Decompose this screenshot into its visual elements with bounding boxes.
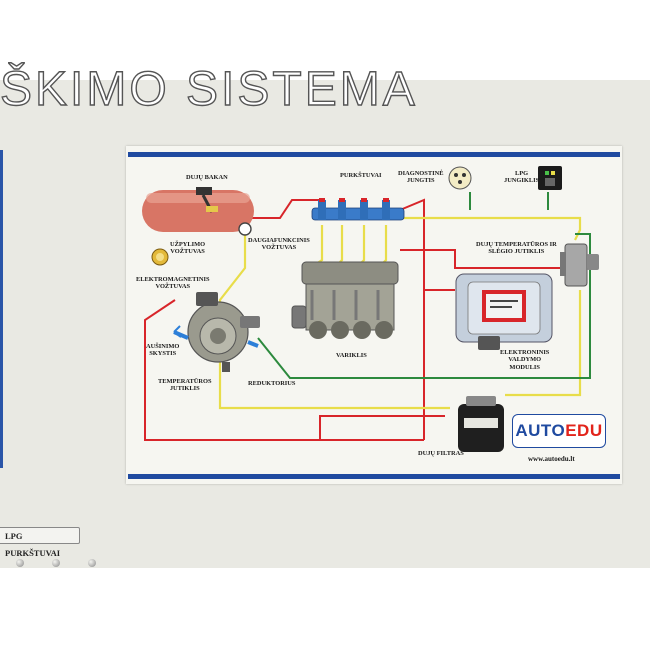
engine-block-icon (291, 261, 399, 339)
signal-lines (257, 192, 591, 379)
panel-knob[interactable] (52, 559, 60, 567)
lpg-switch-icon (538, 166, 562, 190)
label-solenoid-valve: ELEKTROMAGNETINIS VOŽTUVAS (136, 276, 210, 291)
label-temp-pressure-sensor: DUJŲ TEMPERATŪROS IR SLĖGIO JUTIKLIS (476, 241, 557, 256)
label-coolant: AUŠINIMO SKYSTIS (146, 343, 180, 358)
pressure-sensor-icon (560, 243, 599, 287)
label-gas-tank: DUJŲ BAKAN (186, 174, 228, 181)
panel-knob[interactable] (16, 559, 24, 567)
logo-part-auto: AUTO (515, 421, 566, 440)
injector-rail-icon (311, 198, 405, 221)
reducer-icon (173, 292, 260, 372)
label-gas-filter: DUJŲ FILTRAS (418, 450, 464, 457)
component-plate: LPG PURKŠTUVAI (0, 527, 80, 558)
gas-tank-icon (142, 187, 254, 232)
label-ecu: ELEKTRONINIS VALDYMO MODULIS (500, 349, 550, 371)
gas-lines (144, 198, 580, 441)
multivalve-icon (238, 222, 252, 236)
label-engine: VARIKLIS (336, 352, 367, 359)
label-diagnostic-connector: DIAGNOSTINĖ JUNGTIS (398, 170, 444, 185)
label-multivalve: DAUGIAFUNKCINIS VOŽTUVAS (248, 237, 310, 252)
website-url: www.autoedu.lt (528, 455, 575, 463)
label-reducer: REDUKTORIUS (248, 380, 296, 387)
label-injectors: PURKŠTUVAI (340, 172, 382, 179)
diagnostic-connector-icon (448, 166, 472, 190)
neighbor-panel-edge (0, 150, 3, 468)
ecu-icon (455, 273, 553, 350)
top-blue-band (128, 152, 620, 157)
gas-filter-icon (458, 396, 504, 452)
bottom-blue-band (128, 474, 620, 479)
panel-title: ŠKIMO SISTEMA (0, 62, 418, 116)
label-temperature-sensor: TEMPERATŪROS JUTIKLIS (158, 378, 212, 393)
label-fill-valve: UŽPYLIMO VOŽTUVAS (170, 241, 206, 256)
label-lpg-switch: LPG JUNGIKLIS (504, 170, 540, 185)
fill-valve-icon (151, 248, 169, 266)
panel-knob[interactable] (88, 559, 96, 567)
logo-part-edu: EDU (565, 421, 603, 440)
